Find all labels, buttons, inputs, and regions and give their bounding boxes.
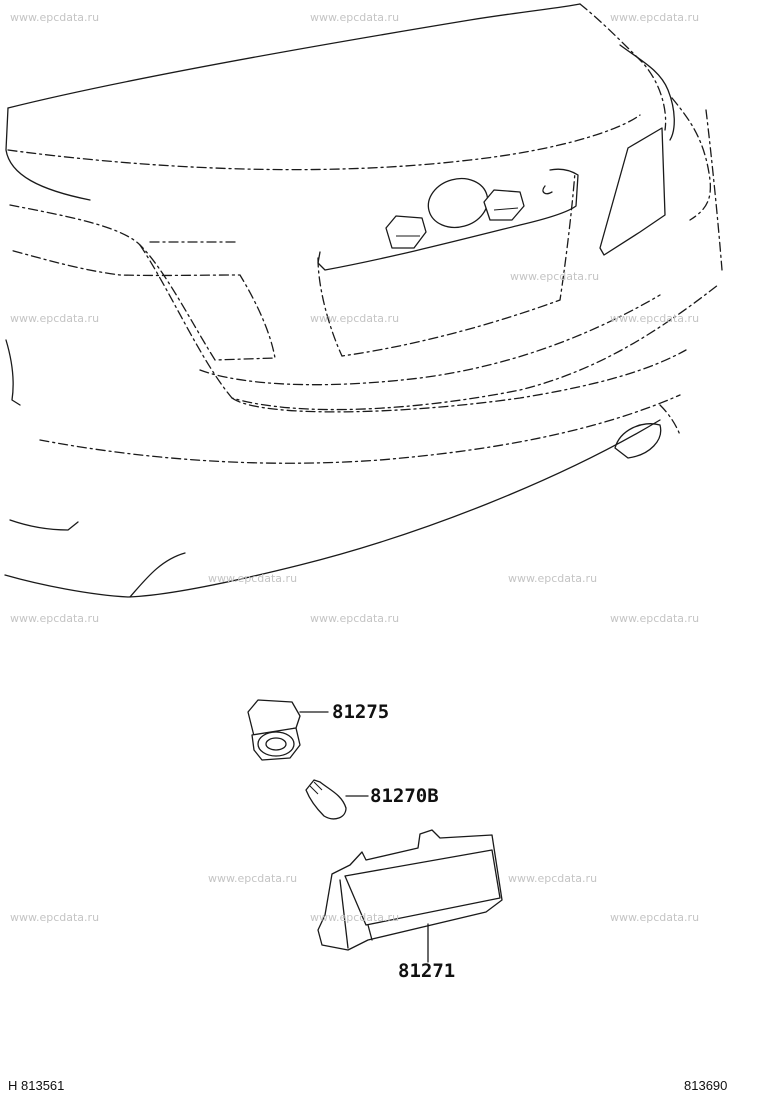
license-plate-recess bbox=[317, 171, 576, 357]
license-lamp-right bbox=[483, 189, 525, 221]
socket-part bbox=[247, 699, 329, 761]
part-number-bulb[interactable]: 81270B bbox=[370, 785, 439, 807]
watermark: www.epcdata.ru bbox=[508, 872, 598, 885]
illustration-ref-right: 813690 bbox=[684, 1078, 728, 1093]
watermark: www.epcdata.ru bbox=[208, 872, 298, 885]
watermark: www.epcdata.ru bbox=[310, 911, 400, 924]
watermark: www.epcdata.ru bbox=[10, 11, 100, 24]
watermark: www.epcdata.ru bbox=[508, 572, 598, 585]
watermark: www.epcdata.ru bbox=[10, 312, 100, 325]
watermark: www.epcdata.ru bbox=[510, 270, 600, 283]
watermark: www.epcdata.ru bbox=[610, 911, 700, 924]
illustration-ref-left: H 813561 bbox=[8, 1078, 65, 1093]
emblem bbox=[427, 177, 489, 229]
part-number-socket[interactable]: 81275 bbox=[332, 701, 390, 723]
exhaust-outline bbox=[614, 423, 662, 459]
lamp-part bbox=[317, 829, 503, 963]
watermark: www.epcdata.ru bbox=[208, 572, 298, 585]
part-number-lamp[interactable]: 81271 bbox=[398, 960, 456, 982]
watermark: www.epcdata.ru bbox=[610, 312, 700, 325]
watermark: www.epcdata.ru bbox=[310, 11, 400, 24]
watermark: www.epcdata.ru bbox=[10, 911, 100, 924]
bulb-part bbox=[305, 779, 369, 820]
trunk-lid-outline bbox=[7, 3, 581, 109]
bumper-outline bbox=[139, 244, 719, 411]
left-tail-light bbox=[9, 204, 276, 361]
watermark: www.epcdata.ru bbox=[310, 612, 400, 625]
watermark: www.epcdata.ru bbox=[610, 612, 700, 625]
watermark: www.epcdata.ru bbox=[610, 11, 700, 24]
license-lamp-left bbox=[385, 215, 427, 249]
right-tail-light bbox=[599, 127, 666, 256]
watermark: www.epcdata.ru bbox=[10, 612, 100, 625]
watermark: www.epcdata.ru bbox=[310, 312, 400, 325]
